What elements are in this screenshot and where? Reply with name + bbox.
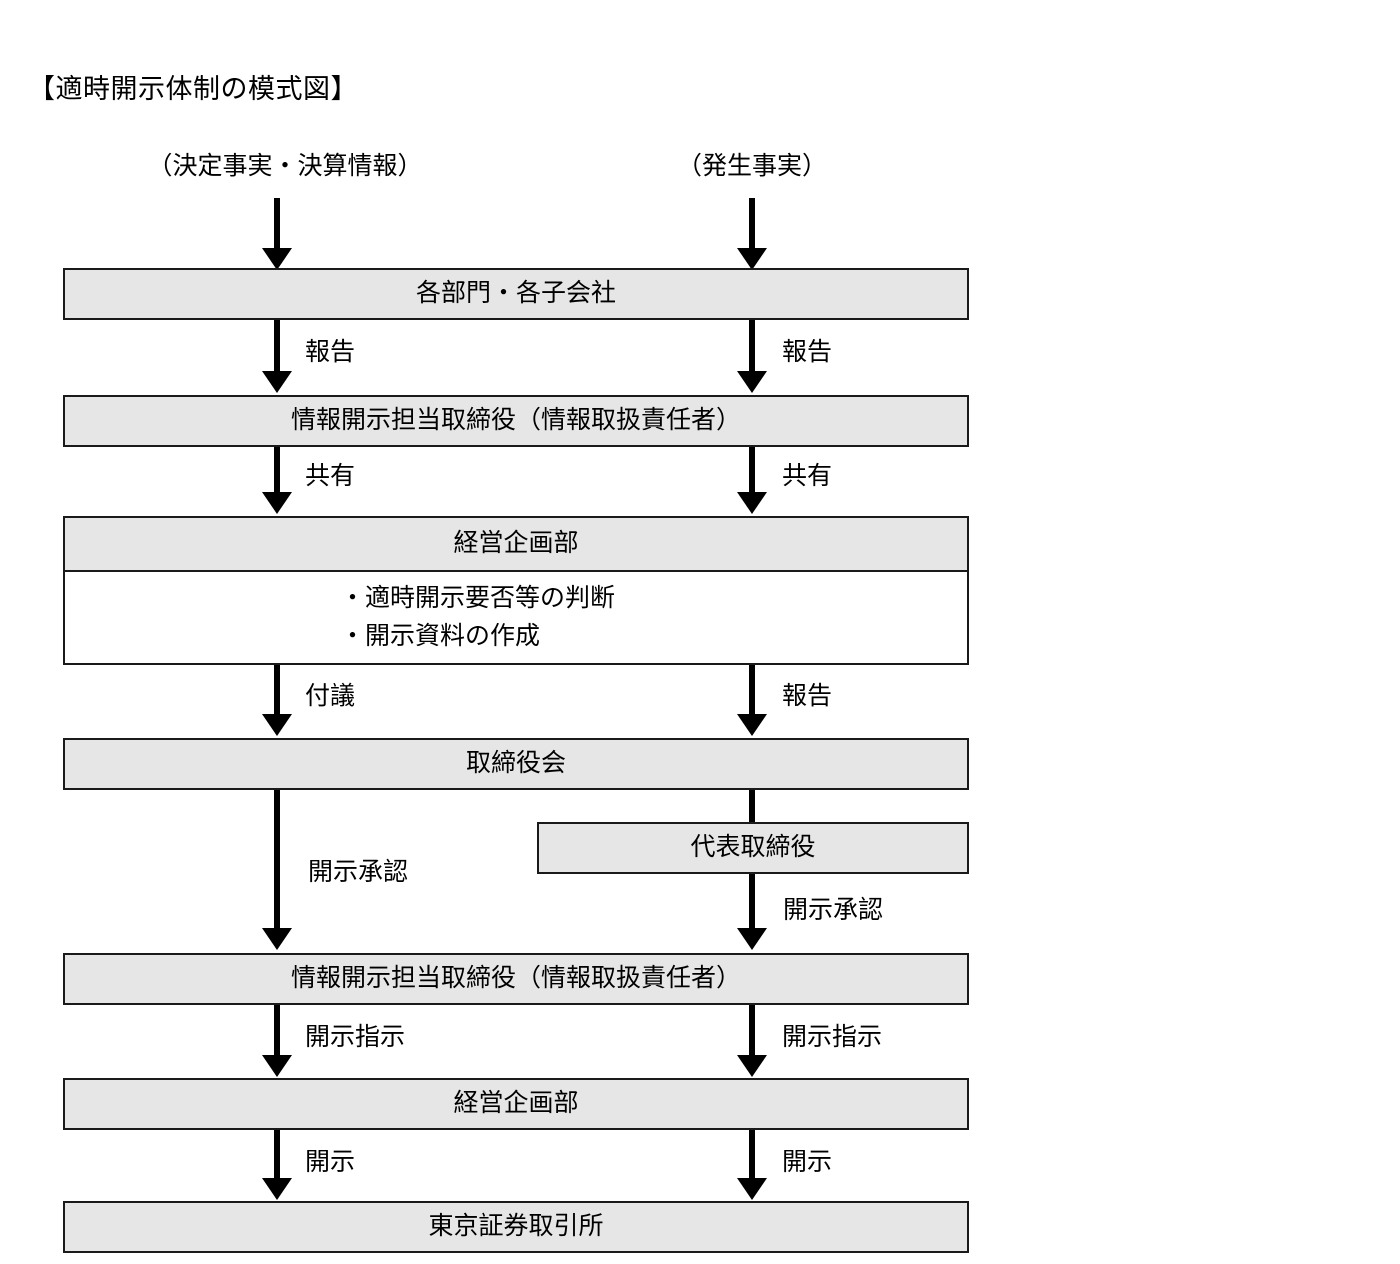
source-label-decided-facts: （決定事実・決算情報） — [147, 153, 423, 180]
arrow-head-officer-to-planning-left — [262, 492, 292, 514]
arrow-head-officer-to-planning-right — [737, 492, 767, 514]
arrow-head-officer2-to-planning2-left — [262, 1055, 292, 1077]
edge-label-share-left: 共有 — [305, 463, 356, 490]
node-disclosure-officer-2[interactable]: 情報開示担当取締役（情報取扱責任者） — [63, 953, 969, 1005]
arrow-shaft-officer-to-planning-right — [749, 447, 755, 494]
arrow-head-planning2-to-exchange-left — [262, 1178, 292, 1200]
node-disclosure-officer-1[interactable]: 情報開示担当取締役（情報取扱責任者） — [63, 395, 969, 447]
arrow-shaft-divisions-to-officer-left — [274, 320, 280, 373]
planning-duty-item-1: ・適時開示要否等の判断 — [340, 584, 616, 612]
node-board[interactable]: 取締役会 — [63, 738, 969, 790]
edge-label-approval-left: 開示承認 — [308, 859, 409, 886]
edge-label-disclose-right: 開示 — [782, 1149, 833, 1176]
node-planning-1-label: 経営企画部 — [453, 530, 579, 557]
arrow-head-board-to-officer-left — [262, 928, 292, 950]
edge-label-instruct-right: 開示指示 — [782, 1024, 883, 1051]
arrow-head-source-right-to-divisions — [737, 248, 767, 270]
arrow-shaft-officer2-to-planning2-right — [749, 1005, 755, 1057]
source-label-occurred-facts: （発生事実） — [676, 153, 827, 180]
node-planning-1[interactable]: 経営企画部 — [63, 516, 969, 572]
node-divisions-label: 各部門・各子会社 — [415, 280, 616, 307]
arrow-head-planning2-to-exchange-right — [737, 1178, 767, 1200]
node-board-label: 取締役会 — [465, 750, 566, 777]
arrow-shaft-source-right-to-divisions — [749, 198, 755, 250]
node-exchange[interactable]: 東京証券取引所 — [63, 1201, 969, 1253]
node-planning-2[interactable]: 経営企画部 — [63, 1078, 969, 1130]
arrow-shaft-source-left-to-divisions — [274, 198, 280, 250]
arrow-shaft-planning2-to-exchange-left — [274, 1130, 280, 1180]
arrow-shaft-representative-to-officer-right — [749, 874, 755, 930]
arrow-shaft-officer-to-planning-left — [274, 447, 280, 494]
node-exchange-label: 東京証券取引所 — [428, 1213, 604, 1240]
edge-label-disclose-left: 開示 — [305, 1149, 356, 1176]
arrow-shaft-planning-to-board-right — [749, 665, 755, 716]
arrow-shaft-planning2-to-exchange-right — [749, 1130, 755, 1180]
arrow-head-planning-to-board-right — [737, 714, 767, 736]
edge-label-report-left-1: 報告 — [305, 339, 356, 366]
diagram-title: 【適時開示体制の模式図】 — [28, 74, 358, 104]
node-representative[interactable]: 代表取締役 — [537, 822, 969, 874]
node-disclosure-officer-1-label: 情報開示担当取締役（情報取扱責任者） — [290, 407, 741, 434]
arrow-shaft-divisions-to-officer-right — [749, 320, 755, 373]
node-planning-1-duties: ・適時開示要否等の判断 ・開示資料の作成 — [63, 572, 969, 665]
edge-label-share-right: 共有 — [782, 463, 833, 490]
edge-label-submit-left: 付議 — [305, 683, 356, 710]
arrow-shaft-officer2-to-planning2-left — [274, 1005, 280, 1057]
arrow-head-divisions-to-officer-right — [737, 371, 767, 393]
edge-label-approval-right: 開示承認 — [783, 897, 884, 924]
node-representative-label: 代表取締役 — [690, 834, 816, 861]
arrow-head-representative-to-officer-right — [737, 928, 767, 950]
arrow-head-source-left-to-divisions — [262, 248, 292, 270]
edge-label-report-right-2: 報告 — [782, 683, 833, 710]
arrow-head-planning-to-board-left — [262, 714, 292, 736]
edge-label-instruct-left: 開示指示 — [305, 1024, 406, 1051]
edge-label-report-right-1: 報告 — [782, 339, 833, 366]
node-planning-2-label: 経営企画部 — [453, 1090, 579, 1117]
arrow-shaft-planning-to-board-left — [274, 665, 280, 716]
node-divisions[interactable]: 各部門・各子会社 — [63, 268, 969, 320]
arrow-shaft-board-to-officer-left — [274, 790, 280, 930]
arrow-head-officer2-to-planning2-right — [737, 1055, 767, 1077]
node-disclosure-officer-2-label: 情報開示担当取締役（情報取扱責任者） — [290, 965, 741, 992]
connector-board-to-representative — [749, 790, 755, 824]
arrow-head-divisions-to-officer-left — [262, 371, 292, 393]
planning-duty-item-2: ・開示資料の作成 — [340, 622, 541, 650]
